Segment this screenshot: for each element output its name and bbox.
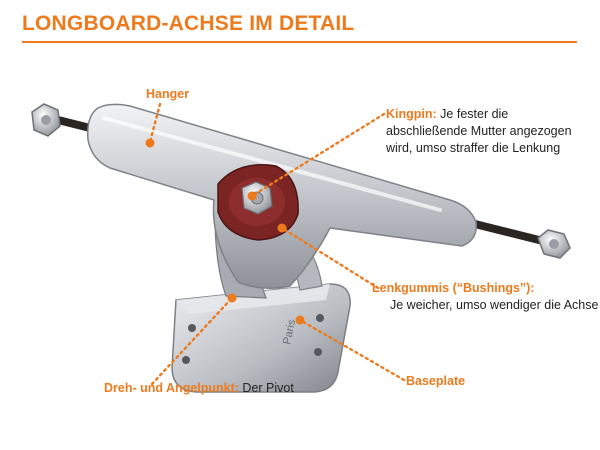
bushings-label-text: Je weicher, umso wendiger die Achse: [390, 298, 599, 312]
pivot-label: Dreh- und Angelpunkt: Der Pivot: [104, 380, 294, 397]
baseplate-leader: [298, 318, 406, 382]
pivot-label-key: Dreh- und Angelpunkt:: [104, 381, 239, 395]
hanger-dot: [145, 138, 155, 148]
baseplate-dot: [295, 315, 305, 325]
bushings-label-key: Lenkgummis (“Bushings”):: [372, 281, 535, 295]
left-axle-nut: [31, 103, 61, 137]
kingpin-label-key: Kingpin:: [386, 107, 437, 121]
kingpin-label: Kingpin: Je fester die abschließende Mut…: [386, 106, 586, 157]
title-underline: [22, 41, 577, 43]
truck-engraving: Paris: [281, 318, 298, 345]
hanger-label: Hanger: [146, 86, 189, 103]
right-axle-nut: [537, 229, 571, 259]
kingpin-leader: [250, 112, 386, 198]
baseplate: Paris: [171, 283, 351, 393]
pivot-leader: [150, 296, 234, 386]
pivot-dot: [227, 293, 237, 303]
baseplate-label-key: Baseplate: [406, 374, 466, 388]
baseplate-label: Baseplate: [406, 373, 465, 390]
kingpin-dot: [247, 191, 257, 201]
bushings-leader: [280, 226, 380, 290]
kingpin-label-text: Je fester die abschließende Mutter angez…: [386, 107, 572, 155]
hanger-leader: [148, 102, 162, 144]
bushings-dot: [277, 223, 287, 233]
pivot-label-text: Der Pivot: [242, 381, 294, 395]
hanger-label-key: Hanger: [146, 87, 190, 101]
page-title: LONGBOARD-ACHSE IM DETAIL: [22, 12, 355, 35]
bushings-label: Lenkgummis (“Bushings”): Je weicher, ums…: [372, 280, 598, 314]
